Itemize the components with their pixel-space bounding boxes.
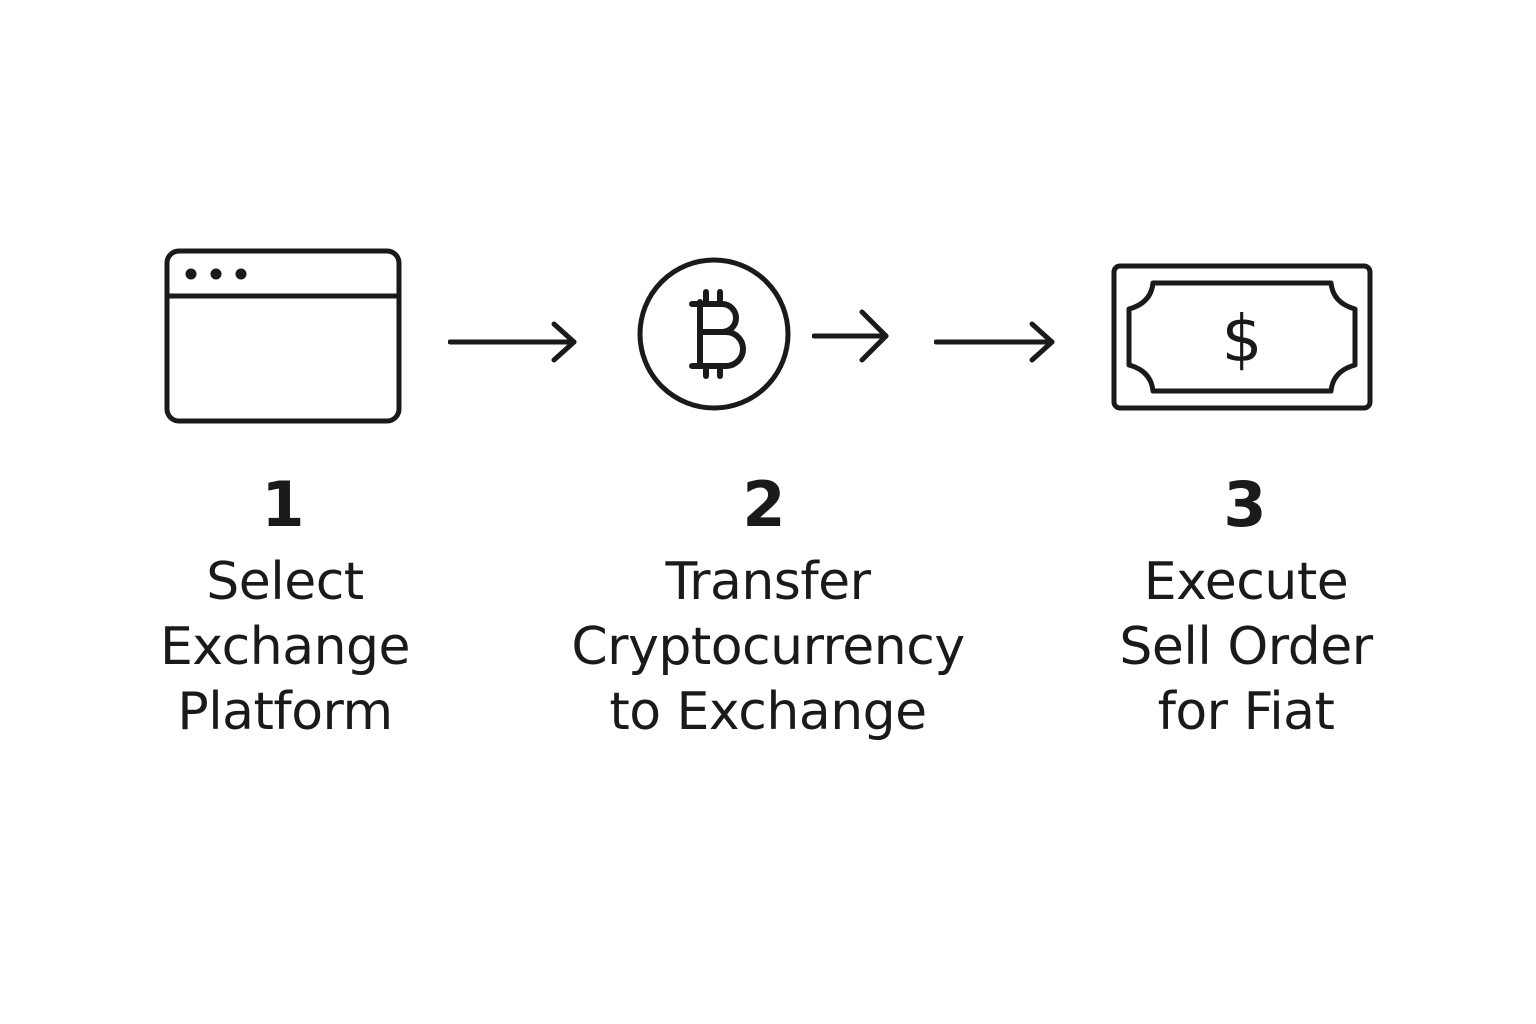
step-number-1: 1 xyxy=(261,468,305,541)
banknote-icon: $ xyxy=(1111,263,1373,411)
browser-window-icon xyxy=(164,248,402,424)
step-label-2-line-3: to Exchange xyxy=(609,682,927,742)
step-label-2-line-2: Cryptocurrency xyxy=(571,617,965,677)
step-label-1: Select Exchange Platform xyxy=(45,550,525,745)
step-label-2: Transfer Cryptocurrency to Exchange xyxy=(528,550,1008,745)
arrow-right-icon xyxy=(448,321,577,363)
arrow-right-icon xyxy=(812,309,889,363)
step-label-2-line-1: Transfer xyxy=(665,552,871,612)
step-number-2: 2 xyxy=(742,468,786,541)
step-label-3-line-3: for Fiat xyxy=(1157,682,1335,742)
step-label-3-line-1: Execute xyxy=(1143,552,1349,612)
step-label-1-line-3: Platform xyxy=(177,682,393,742)
step-label-1-line-2: Exchange xyxy=(159,617,411,677)
step-label-1-line-1: Select xyxy=(206,552,364,612)
arrow-right-icon xyxy=(934,321,1055,363)
bitcoin-icon xyxy=(637,257,791,411)
step-label-3: Execute Sell Order for Fiat xyxy=(1006,550,1486,745)
step-label-3-line-2: Sell Order xyxy=(1119,617,1373,677)
svg-text:$: $ xyxy=(1222,303,1263,377)
step-number-3: 3 xyxy=(1223,468,1267,541)
